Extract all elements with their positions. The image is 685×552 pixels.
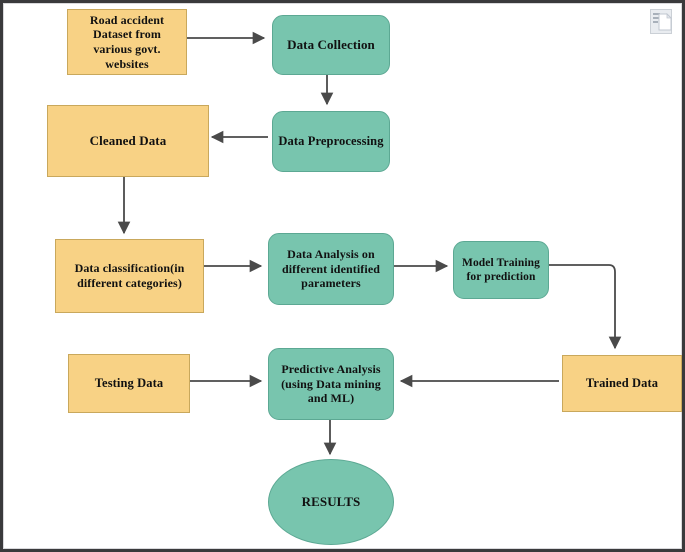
node-predictive-analysis[interactable]: Predictive Analysis (using Data mining a… [268, 348, 394, 420]
document-page-icon[interactable] [650, 9, 672, 34]
flowchart-connectors [117, 31, 622, 456]
node-label: Cleaned Data [89, 133, 167, 149]
node-data-analysis[interactable]: Data Analysis on different identified pa… [268, 233, 394, 305]
node-label: Data classification(in different categor… [74, 261, 185, 290]
node-label: Data Preprocessing [278, 133, 384, 148]
node-label: Predictive Analysis (using Data mining a… [281, 362, 381, 406]
node-label: Model Training for prediction [462, 256, 540, 283]
node-data-preprocessing[interactable]: Data Preprocessing [272, 111, 390, 172]
flowchart-canvas: Road accident Dataset from various govt.… [4, 4, 682, 548]
node-label: Road accident Dataset from various govt.… [89, 12, 165, 71]
node-results[interactable]: RESULTS [268, 459, 394, 545]
node-cleaned-data[interactable]: Cleaned Data [47, 105, 209, 177]
node-label: Data Collection [287, 37, 375, 53]
node-model-training[interactable]: Model Training for prediction [453, 241, 549, 299]
node-label: RESULTS [301, 494, 361, 510]
node-road-accident-dataset[interactable]: Road accident Dataset from various govt.… [67, 9, 187, 75]
node-trained-data[interactable]: Trained Data [562, 355, 682, 412]
edge-training-to-trained [545, 264, 622, 350]
node-testing-data[interactable]: Testing Data [68, 354, 190, 413]
node-label: Trained Data [585, 375, 659, 390]
node-label: Testing Data [94, 375, 164, 390]
node-data-collection[interactable]: Data Collection [272, 15, 390, 75]
node-data-classification[interactable]: Data classification(in different categor… [55, 239, 204, 313]
node-label: Data Analysis on different identified pa… [281, 247, 381, 291]
